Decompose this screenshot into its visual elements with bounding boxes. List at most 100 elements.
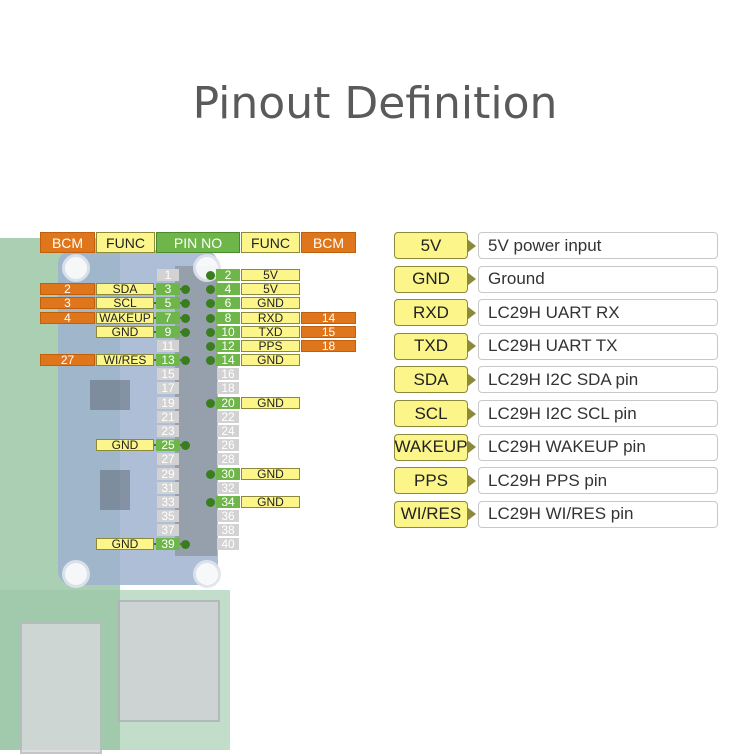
pin-dot-icon [206, 498, 215, 507]
mount-hole-icon [62, 254, 90, 282]
ethernet-port [118, 600, 220, 722]
func-right-label: TXD [241, 326, 300, 338]
pin-right-number: 14 [216, 354, 240, 366]
arrow-right-icon [467, 272, 476, 287]
pin-right-number: 36 [217, 510, 239, 522]
pin-dot-icon [181, 314, 190, 323]
legend-description: LC29H UART RX [478, 299, 718, 327]
func-left-label: WI/RES [96, 354, 154, 366]
pin-right-number: 22 [217, 411, 239, 423]
bcm-right-label: 14 [301, 312, 356, 324]
legend-description: LC29H WAKEUP pin [478, 433, 718, 461]
func-right-label: 5V [241, 283, 300, 295]
gpio-header-strip [175, 266, 217, 556]
pin-left-number: 11 [157, 340, 179, 352]
chip-icon [90, 380, 130, 410]
legend-key: SDA [394, 366, 468, 394]
pin-dot-icon [181, 356, 190, 365]
bcm-left-label: 2 [40, 283, 95, 295]
pin-dot-icon [206, 285, 215, 294]
header-pin-no: PIN NO [156, 232, 240, 253]
legend-key: GND [394, 265, 468, 293]
pin-dot-icon [206, 342, 215, 351]
pin-left-number: 17 [157, 382, 179, 394]
arrow-right-icon [467, 473, 476, 488]
legend-description: Ground [478, 265, 718, 293]
bcm-left-label: 27 [40, 354, 95, 366]
legend-description: LC29H WI/RES pin [478, 500, 718, 528]
pin-left-number: 25 [156, 439, 180, 451]
pin-right-number: 30 [216, 468, 240, 480]
arrow-right-icon [467, 238, 476, 253]
arrow-right-icon [467, 440, 476, 455]
pin-left-number: 3 [156, 283, 180, 295]
pin-right-number: 12 [216, 340, 240, 352]
pin-dot-icon [181, 441, 190, 450]
func-right-label: GND [241, 496, 300, 508]
legend-description: LC29H I2C SDA pin [478, 366, 718, 394]
bcm-left-label: 4 [40, 312, 95, 324]
pin-right-number: 34 [216, 496, 240, 508]
pin-right-number: 26 [217, 439, 239, 451]
arrow-right-icon [467, 339, 476, 354]
legend-key: WI/RES [394, 500, 468, 528]
pin-right-number: 8 [216, 312, 240, 324]
pin-left-number: 7 [156, 312, 180, 324]
header-func-right: FUNC [241, 232, 300, 253]
func-right-label: PPS [241, 340, 300, 352]
legend-description: 5V power input [478, 232, 718, 259]
func-right-label: 5V [241, 269, 300, 281]
pin-right-number: 40 [217, 538, 239, 550]
pin-left-number: 21 [157, 411, 179, 423]
pin-right-number: 20 [216, 397, 240, 409]
func-left-label: SCL [96, 297, 154, 309]
pin-dot-icon [181, 285, 190, 294]
mount-hole-icon [62, 560, 90, 588]
pin-right-number: 6 [216, 297, 240, 309]
header-func-left: FUNC [96, 232, 155, 253]
bcm-right-label: 15 [301, 326, 356, 338]
pin-left-number: 29 [157, 468, 179, 480]
pin-dot-icon [206, 470, 215, 479]
pin-left-number: 15 [157, 368, 179, 380]
pin-right-number: 32 [217, 482, 239, 494]
pin-dot-icon [206, 356, 215, 365]
legend-key: PPS [394, 467, 468, 495]
func-left-label: SDA [96, 283, 154, 295]
pin-right-number: 16 [217, 368, 239, 380]
bcm-right-label: 18 [301, 340, 356, 352]
func-left-label: WAKEUP [96, 312, 154, 324]
pin-left-number: 37 [157, 524, 179, 536]
func-left-label: GND [96, 439, 154, 451]
pin-right-number: 18 [217, 382, 239, 394]
pin-left-number: 27 [157, 453, 179, 465]
pin-dot-icon [181, 540, 190, 549]
pin-left-number: 1 [157, 269, 179, 281]
bcm-left-label: 3 [40, 297, 95, 309]
pin-right-number: 4 [216, 283, 240, 295]
legend-description: LC29H UART TX [478, 332, 718, 360]
pin-right-number: 24 [217, 425, 239, 437]
pin-left-number: 13 [156, 354, 180, 366]
arrow-right-icon [467, 507, 476, 522]
func-right-label: GND [241, 397, 300, 409]
func-right-label: GND [241, 354, 300, 366]
pin-left-number: 23 [157, 425, 179, 437]
pin-left-number: 31 [157, 482, 179, 494]
pin-right-number: 28 [217, 453, 239, 465]
legend-description: LC29H I2C SCL pin [478, 400, 718, 427]
usb-port [20, 622, 102, 754]
pin-left-number: 5 [156, 297, 180, 309]
pin-dot-icon [206, 399, 215, 408]
legend-key: RXD [394, 299, 468, 327]
pin-left-number: 9 [156, 326, 180, 338]
arrow-right-icon [467, 305, 476, 320]
func-right-label: GND [241, 468, 300, 480]
pin-left-number: 33 [157, 496, 179, 508]
func-right-label: GND [241, 297, 300, 309]
pin-dot-icon [181, 299, 190, 308]
mount-hole-icon [193, 560, 221, 588]
pin-left-number: 19 [157, 397, 179, 409]
legend-description: LC29H PPS pin [478, 467, 718, 495]
chip-icon [100, 470, 130, 510]
